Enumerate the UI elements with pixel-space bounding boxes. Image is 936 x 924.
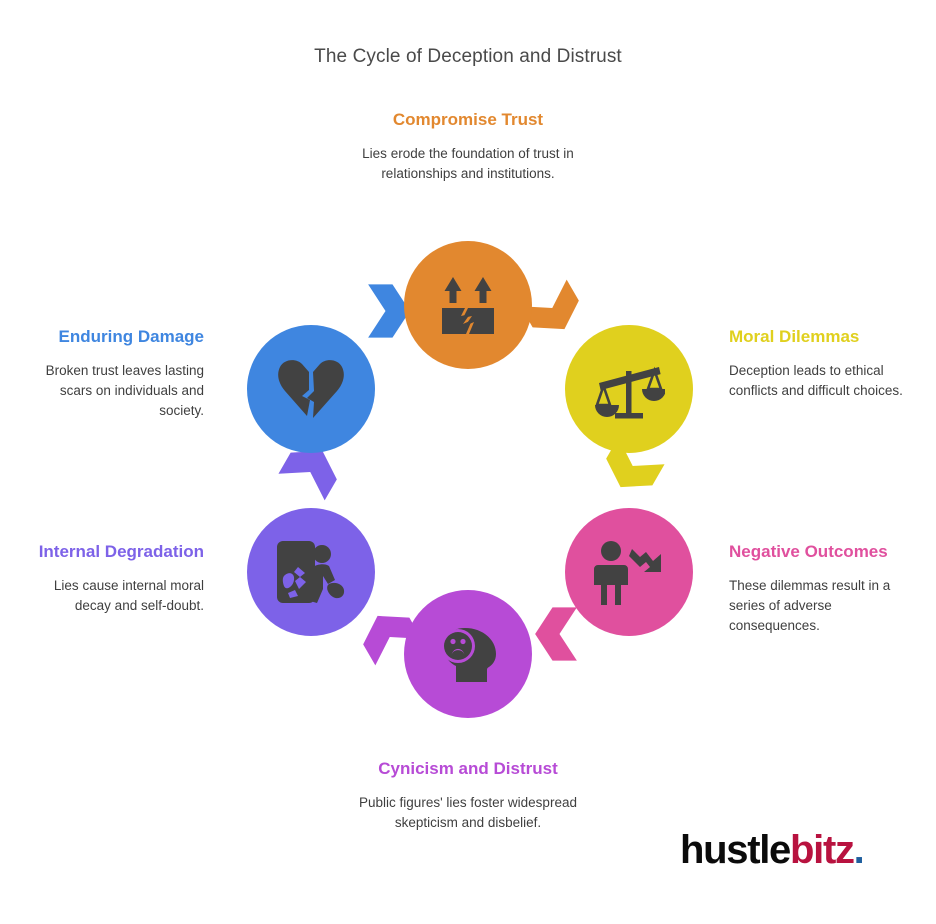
cycle-node-cynicism-and-distrust[interactable] bbox=[404, 590, 532, 718]
cycle-label-heading: Compromise Trust bbox=[392, 110, 544, 129]
brand-logo-part-b: bitz bbox=[790, 828, 855, 872]
cycle-label-compromise-trust: Compromise Trust Lies erode the foundati… bbox=[338, 108, 598, 184]
cycle-label-moral-dilemmas: Moral Dilemmas Deception leads to ethica… bbox=[729, 325, 919, 401]
brand-logo-dot: . bbox=[853, 828, 865, 872]
cycle-label-body: Deception leads to ethical conflicts and… bbox=[729, 363, 903, 399]
cycle-label-enduring-damage: Enduring Damage Broken trust leaves last… bbox=[18, 325, 204, 421]
cycle-label-cynicism-and-distrust: Cynicism and Distrust Public figures' li… bbox=[338, 757, 598, 833]
cycle-node-moral-dilemmas[interactable] bbox=[565, 325, 693, 453]
balance-scale-icon bbox=[593, 355, 665, 423]
cycle-label-heading: Moral Dilemmas bbox=[729, 327, 860, 346]
cycle-node-compromise-trust[interactable] bbox=[404, 241, 532, 369]
cycle-node-negative-outcomes[interactable] bbox=[565, 508, 693, 636]
arrow-enduring-damage-to-compromise-trust bbox=[357, 282, 421, 340]
cycle-label-internal-degradation: Internal Degradation Lies cause internal… bbox=[18, 540, 204, 616]
cycle-node-enduring-damage[interactable] bbox=[247, 325, 375, 453]
cycle-label-heading: Negative Outcomes bbox=[729, 542, 888, 561]
cycle-label-heading: Cynicism and Distrust bbox=[378, 759, 558, 778]
broken-heart-icon bbox=[276, 356, 346, 422]
arrow-internal-degradation-to-enduring-damage bbox=[271, 427, 353, 511]
cycle-label-body: Public figures' lies foster widespread s… bbox=[359, 795, 577, 831]
cycle-diagram bbox=[243, 233, 693, 718]
cycle-label-heading: Internal Degradation bbox=[38, 542, 204, 561]
brand-logo-part-a: hustle bbox=[680, 828, 791, 872]
cycle-label-body: Lies erode the foundation of trust in re… bbox=[362, 146, 574, 182]
person-declining-arrow-icon bbox=[591, 539, 667, 605]
broken-fragile-box-icon bbox=[432, 272, 504, 338]
page-title: The Cycle of Deception and Distrust bbox=[314, 46, 622, 67]
head-sad-face-icon bbox=[432, 620, 504, 688]
person-littering-icon bbox=[273, 537, 349, 607]
cycle-label-heading: Enduring Damage bbox=[58, 327, 204, 346]
cycle-label-body: Lies cause internal moral decay and self… bbox=[53, 578, 204, 614]
cycle-label-body: These dilemmas result in a series of adv… bbox=[729, 578, 891, 634]
arrow-negative-outcomes-to-cynicism-distrust bbox=[524, 605, 588, 663]
cycle-label-negative-outcomes: Negative Outcomes These dilemmas result … bbox=[729, 540, 914, 636]
brand-logo: hustlebitz. bbox=[680, 828, 865, 872]
cycle-label-body: Broken trust leaves lasting scars on ind… bbox=[45, 363, 204, 419]
cycle-node-internal-degradation[interactable] bbox=[247, 508, 375, 636]
arrow-compromise-trust-to-moral-dilemmas bbox=[513, 269, 595, 353]
arrow-cynicism-distrust-to-internal-degradation bbox=[347, 592, 429, 676]
